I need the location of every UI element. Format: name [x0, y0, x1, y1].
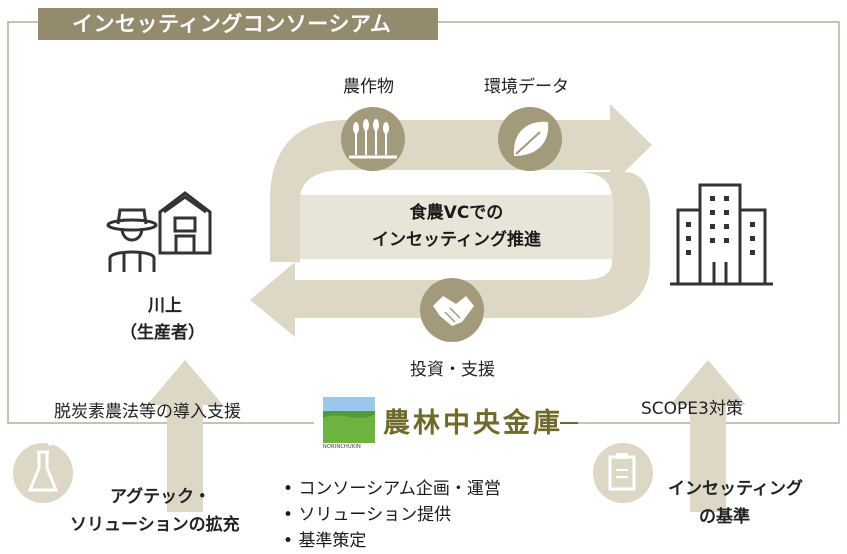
agtech-line1: アグテック・: [110, 487, 211, 507]
center-text: 食農VCでの インセッティング推進: [300, 195, 613, 259]
investment-support-label: 投資・支援: [410, 360, 495, 380]
center-box: [300, 195, 613, 259]
bank-logo-text: NORINCHUKIN: [323, 444, 361, 450]
bullet-item: • コンソーシアム企画・運営: [283, 479, 501, 499]
bullet-text: ソリューション提供: [298, 505, 452, 525]
consortium-title: インセッティングコンソーシアム: [38, 8, 438, 40]
producer-line1: 川上: [148, 296, 182, 316]
producer-line2: （生産者）: [120, 323, 205, 343]
frame-left: [7, 21, 314, 424]
cycle-arrow-top: [270, 104, 652, 200]
insetting-standard-line1: インセッティング: [668, 479, 803, 499]
crops-icon: [341, 107, 405, 171]
up-arrow-right: [670, 360, 746, 512]
agtech-line2: ソリューションの拡充: [70, 515, 240, 535]
crops-label: 農作物: [343, 77, 394, 97]
bullet-text: 基準策定: [298, 531, 367, 551]
scope3-label: SCOPE3対策: [641, 399, 743, 419]
bullet-item: • ソリューション提供: [283, 505, 452, 525]
cycle-arrow-join-left: [270, 200, 300, 262]
environment-data-label: 環境データ: [484, 77, 569, 97]
center-line1: 食農VCでの: [409, 203, 504, 223]
bullet-item: • 基準策定: [283, 531, 367, 551]
clipboard-icon: [593, 443, 653, 503]
up-arrow-left: [147, 360, 223, 512]
farmer-barn-icon: [106, 191, 212, 272]
insetting-standard-line2: の基準: [699, 507, 750, 527]
bank-name: 農林中央金庫: [383, 408, 563, 439]
role-bullet-list: • コンソーシアム企画・運営 • ソリューション提供 • 基準策定: [283, 476, 501, 554]
decarbonization-support-label: 脱炭素農法等の導入支援: [54, 402, 241, 422]
bullet-text: コンソーシアム企画・運営: [298, 479, 501, 499]
flask-icon: [13, 443, 73, 503]
building-icon: [670, 183, 773, 286]
center-line2: インセッティング推進: [372, 230, 541, 250]
